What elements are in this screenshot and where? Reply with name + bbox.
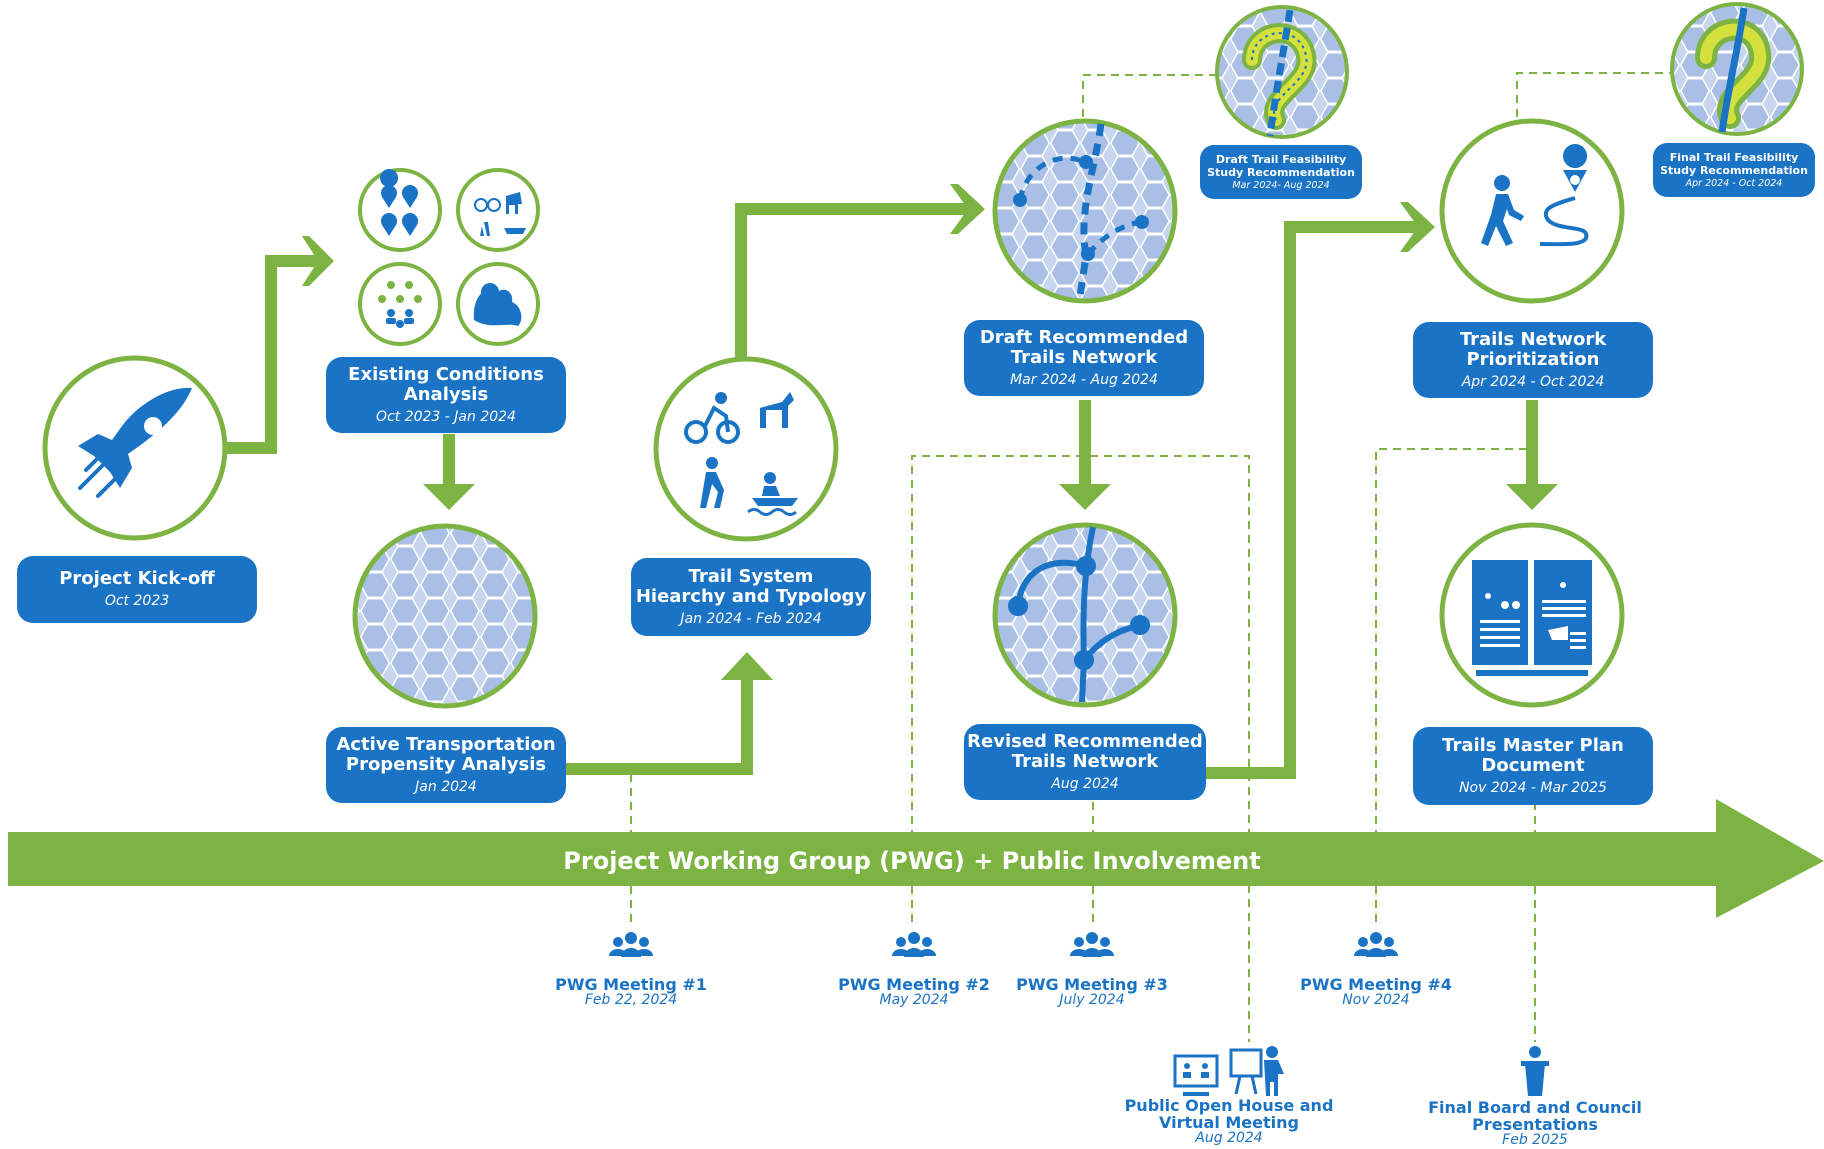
stage-title: Trails Network Prioritization — [1459, 328, 1607, 370]
draft-network-map-icon — [1013, 123, 1149, 297]
meeting-title: PWG Meeting #4 — [1300, 975, 1452, 994]
flow-connectors — [225, 203, 1538, 779]
stage-title: Existing Conditions Analysis — [348, 363, 544, 405]
final-feasibility-map-icon — [1670, 2, 1804, 136]
stage-title: Trail System Hiearchy and Typology — [635, 565, 867, 607]
existing-icons — [358, 168, 540, 346]
stage-propensity-analysis: Active Transportation Propensity Analysi… — [326, 727, 566, 803]
landscape-icon — [456, 262, 540, 346]
group-icon — [609, 932, 653, 957]
arrowhead-existing — [302, 236, 334, 286]
arrowhead-typology — [721, 652, 773, 680]
podium-speaker-icon — [1521, 1046, 1549, 1096]
walking-route-icon — [1481, 144, 1589, 247]
stage-title: Draft Recommended Trails Network — [979, 326, 1189, 368]
pwg-meeting-2: PWG Meeting #2 May 2024 — [834, 976, 994, 1008]
meeting-title: Public Open House and Virtual Meeting — [1124, 1096, 1334, 1132]
stage-trail-typology: Trail System Hiearchy and Typology Jan 2… — [631, 558, 871, 636]
meeting-date: Nov 2024 — [1342, 992, 1410, 1008]
stage-date: Jan 2024 — [415, 778, 477, 795]
stage-draft-network: Draft Recommended Trails Network Mar 202… — [964, 320, 1204, 396]
revised-network-map-icon — [1008, 526, 1150, 703]
virtual-meeting-icon — [1173, 1054, 1219, 1096]
leader-pwg4 — [1375, 448, 1532, 922]
circle-kickoff — [42, 355, 228, 541]
stage-kickoff: Project Kick-off Oct 2023 — [17, 556, 257, 623]
public-open-house: Public Open House and Virtual Meeting Au… — [1114, 1097, 1344, 1146]
presenter-icon — [1229, 1046, 1284, 1096]
connector-revised-prioritization — [1205, 221, 1418, 779]
circle-revised — [992, 522, 1178, 708]
stage-date: Oct 2023 - Jan 2024 — [376, 408, 516, 425]
stage-date: Nov 2024 - Mar 2025 — [1459, 779, 1607, 796]
meeting-title: Final Board and Council Presentations — [1428, 1098, 1642, 1134]
meeting-date: Feb 22, 2024 — [584, 992, 678, 1008]
trail-users-icon — [684, 392, 798, 516]
group-icon — [892, 932, 936, 957]
stage-date: Aug 2024 — [1051, 775, 1119, 792]
pwg-meeting-4: PWG Meeting #4 Nov 2024 — [1296, 976, 1456, 1008]
circle-masterplan — [1439, 522, 1625, 708]
pwg-meeting-3: PWG Meeting #3 July 2024 — [1012, 976, 1172, 1008]
meeting-date: Feb 2025 — [1502, 1132, 1568, 1148]
trail-users-small-icon — [456, 168, 540, 252]
flow-arrowheads — [302, 184, 1558, 680]
dashed-leaders — [630, 72, 1672, 1042]
stage-title: Revised Recommended Trails Network — [967, 730, 1203, 772]
meeting-title: PWG Meeting #2 — [838, 975, 990, 994]
feasibility-title: Final Trail Feasibility Study Recommenda… — [1660, 150, 1808, 177]
feasibility-date: Apr 2024 - Oct 2024 — [1685, 177, 1783, 189]
stage-date: Oct 2023 — [104, 593, 170, 609]
stage-date: Apr 2024 - Oct 2024 — [1461, 373, 1605, 390]
draft-feasibility-map-icon — [1215, 5, 1349, 139]
leader-pwg2 — [911, 455, 1250, 1042]
circle-typology — [653, 356, 839, 542]
community-icon — [358, 262, 442, 346]
stage-existing-conditions: Existing Conditions Analysis Oct 2023 - … — [326, 357, 566, 433]
meeting-date: July 2024 — [1059, 992, 1125, 1008]
arrowhead-masterplan — [1506, 484, 1558, 510]
meeting-date: May 2024 — [879, 992, 949, 1008]
stage-revised-network: Revised Recommended Trails Network Aug 2… — [964, 724, 1206, 800]
meeting-title: PWG Meeting #1 — [555, 975, 707, 994]
arrowhead-draft — [950, 184, 985, 234]
arrowhead-prioritization — [1400, 202, 1435, 252]
map-pins-icon — [358, 168, 442, 252]
circle-propensity — [352, 523, 538, 709]
circle-prioritization — [1439, 118, 1625, 304]
pwg-meeting-icons — [609, 932, 1549, 1096]
stage-network-prioritization: Trails Network Prioritization Apr 2024 -… — [1413, 322, 1653, 398]
feasibility-title: Draft Trail Feasibility Study Recommenda… — [1207, 152, 1355, 179]
connector-kickoff-existing — [225, 255, 318, 454]
draft-feasibility-box: Draft Trail Feasibility Study Recommenda… — [1200, 145, 1362, 199]
stage-title: Project Kick-off — [59, 568, 215, 589]
connector-propensity-typology — [562, 665, 753, 775]
meeting-title: PWG Meeting #3 — [1016, 975, 1168, 994]
circle-draft — [992, 118, 1178, 304]
group-icon — [1354, 932, 1398, 957]
stage-title: Trails Master Plan Document — [1442, 734, 1624, 776]
rocket-icon — [78, 387, 192, 498]
pwg-banner-arrow — [8, 799, 1824, 918]
meeting-date: Aug 2024 — [1195, 1130, 1263, 1146]
stage-date: Mar 2024 - Aug 2024 — [1010, 371, 1158, 388]
leader-final-feasibility — [1516, 72, 1672, 117]
leader-draft-feasibility — [1082, 74, 1219, 117]
arrowhead-revised — [1059, 484, 1111, 510]
feasibility-date: Mar 2024- Aug 2024 — [1232, 179, 1330, 191]
pwg-meeting-1: PWG Meeting #1 Feb 22, 2024 — [551, 976, 711, 1008]
final-board-council: Final Board and Council Presentations Fe… — [1420, 1099, 1650, 1148]
stage-title: Active Transportation Propensity Analysi… — [336, 733, 556, 775]
document-book-icon — [1472, 560, 1592, 676]
stage-master-plan-document: Trails Master Plan Document Nov 2024 - M… — [1413, 727, 1653, 805]
connector-typology-draft — [735, 203, 968, 360]
final-feasibility-box: Final Trail Feasibility Study Recommenda… — [1653, 143, 1815, 197]
pwg-banner-label: Project Working Group (PWG) + Public Inv… — [563, 847, 1261, 875]
group-icon — [1070, 932, 1114, 957]
arrowhead-propensity — [423, 484, 475, 510]
stage-date: Jan 2024 - Feb 2024 — [680, 610, 822, 627]
